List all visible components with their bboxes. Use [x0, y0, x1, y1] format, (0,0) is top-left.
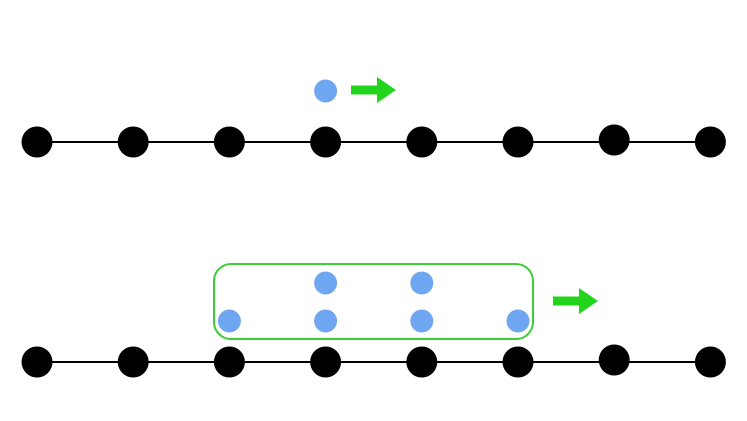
lattice-node	[502, 126, 534, 158]
top-single-particle	[314, 79, 338, 103]
top-panel	[21, 77, 726, 158]
lattice-node	[21, 126, 53, 158]
lattice-node	[406, 126, 438, 158]
lattice-node	[117, 346, 149, 378]
arrow-shaft	[553, 296, 580, 306]
lattice-node	[406, 346, 438, 378]
particle	[314, 309, 338, 333]
lattice-node	[694, 346, 726, 378]
arrow-head	[579, 288, 598, 314]
top-lattice-nodes	[21, 124, 726, 158]
arrow-shaft	[351, 85, 378, 95]
particle	[410, 309, 434, 333]
particle	[314, 271, 338, 295]
lattice-node	[598, 344, 630, 376]
particle-group-box	[213, 263, 534, 340]
lattice-node	[598, 124, 630, 156]
lattice-node	[502, 346, 534, 378]
bottom-panel	[21, 263, 726, 378]
lattice-node	[117, 126, 149, 158]
lattice-node	[213, 126, 245, 158]
lattice-node	[310, 126, 342, 158]
particle	[506, 309, 530, 333]
particle	[217, 309, 241, 333]
bottom-lattice-nodes	[21, 344, 726, 378]
arrow-head	[377, 77, 396, 103]
bottom-particle-cluster	[217, 271, 530, 333]
lattice-node	[213, 346, 245, 378]
lattice-node	[310, 346, 342, 378]
right-arrow-icon	[553, 288, 598, 314]
lattice-node	[694, 126, 726, 158]
particle	[410, 271, 434, 295]
lattice-node	[21, 346, 53, 378]
right-arrow-icon	[351, 77, 396, 103]
